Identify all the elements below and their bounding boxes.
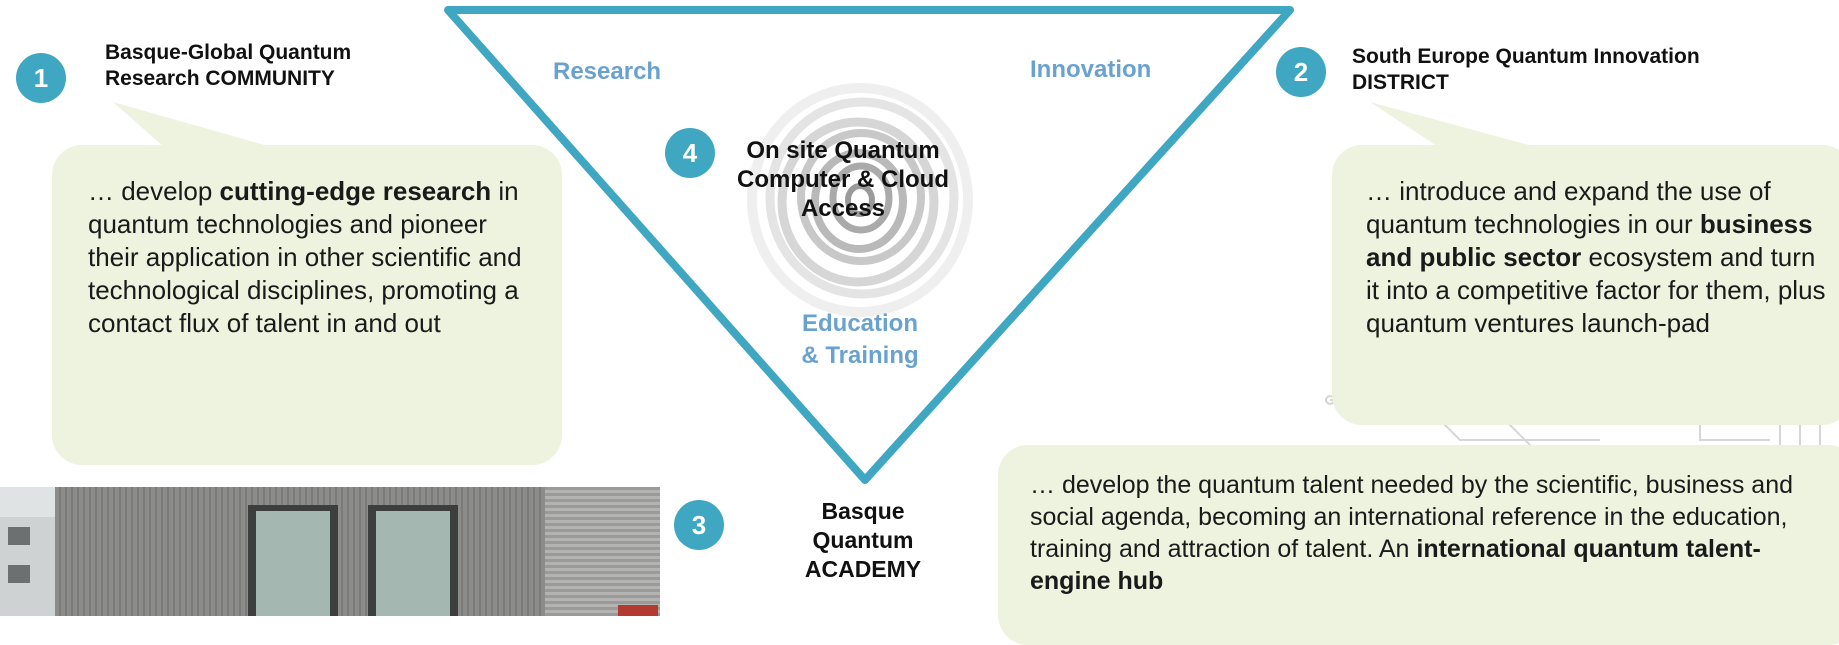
- community-title: Basque-Global Quantum Research COMMUNITY: [105, 40, 351, 92]
- building-photo: [0, 487, 660, 616]
- label-research: Research: [553, 58, 662, 85]
- swirl-icon: [747, 83, 973, 317]
- computer-title-line1: On site Quantum: [746, 137, 940, 164]
- badge-4: 4: [665, 128, 715, 178]
- academy-bubble: … develop the quantum talent needed by t…: [998, 445, 1839, 645]
- label-education-line2: & Training: [801, 342, 919, 369]
- badge-1: 1: [16, 53, 66, 103]
- district-text-pre: … introduce and expand the use of quantu…: [1366, 176, 1771, 239]
- triangle-frame: [444, 6, 1294, 484]
- community-title-line2: Research COMMUNITY: [105, 67, 335, 90]
- label-education: Education & Training: [790, 308, 930, 372]
- photo-right-panel: [545, 487, 660, 616]
- district-text-post: ecosystem and turn it into a competitive…: [1366, 242, 1826, 338]
- academy-title: Basque Quantum ACADEMY: [778, 497, 948, 584]
- community-title-line1: Basque-Global Quantum: [105, 41, 352, 64]
- photo-red-sign: [618, 605, 658, 616]
- community-bubble: … develop cutting-edge research in quant…: [52, 145, 562, 465]
- community-text-bold: cutting-edge research: [219, 176, 492, 206]
- badge-3: 3: [674, 500, 724, 550]
- label-education-line1: Education: [801, 310, 918, 337]
- district-text-bold: business and public sector: [1366, 209, 1813, 272]
- academy-title-line1: Basque: [821, 498, 905, 524]
- academy-text-bold: international quantum talent-engine hub: [1030, 535, 1761, 595]
- district-title-line2: DISTRICT: [1352, 71, 1449, 94]
- badge-2: 2: [1276, 47, 1326, 97]
- label-innovation: Innovation: [1030, 56, 1152, 83]
- district-title: South Europe Quantum Innovation DISTRICT: [1352, 44, 1700, 96]
- district-title-line1: South Europe Quantum Innovation: [1352, 45, 1700, 68]
- computer-title-line2: Computer & Cloud: [737, 166, 949, 193]
- photo-side-window-2: [8, 565, 30, 583]
- academy-title-line2: Quantum: [812, 527, 914, 553]
- academy-title-line3: ACADEMY: [804, 556, 922, 582]
- photo-window-1-glass: [256, 511, 330, 616]
- community-text-pre: … develop: [88, 176, 220, 206]
- academy-text-pre: … develop the quantum talent needed by t…: [1030, 471, 1794, 563]
- photo-window-2-glass: [376, 511, 450, 616]
- photo-side-window-1: [8, 527, 30, 545]
- computer-title-line3: Access: [800, 195, 886, 222]
- district-bubble: … introduce and expand the use of quantu…: [1332, 145, 1839, 425]
- district-bubble-tail: [1370, 102, 1540, 148]
- community-text-post: in quantum technologies and pioneer thei…: [88, 176, 522, 338]
- computer-title: On site Quantum Computer & Cloud Access: [728, 136, 958, 223]
- community-bubble-tail: [113, 102, 275, 148]
